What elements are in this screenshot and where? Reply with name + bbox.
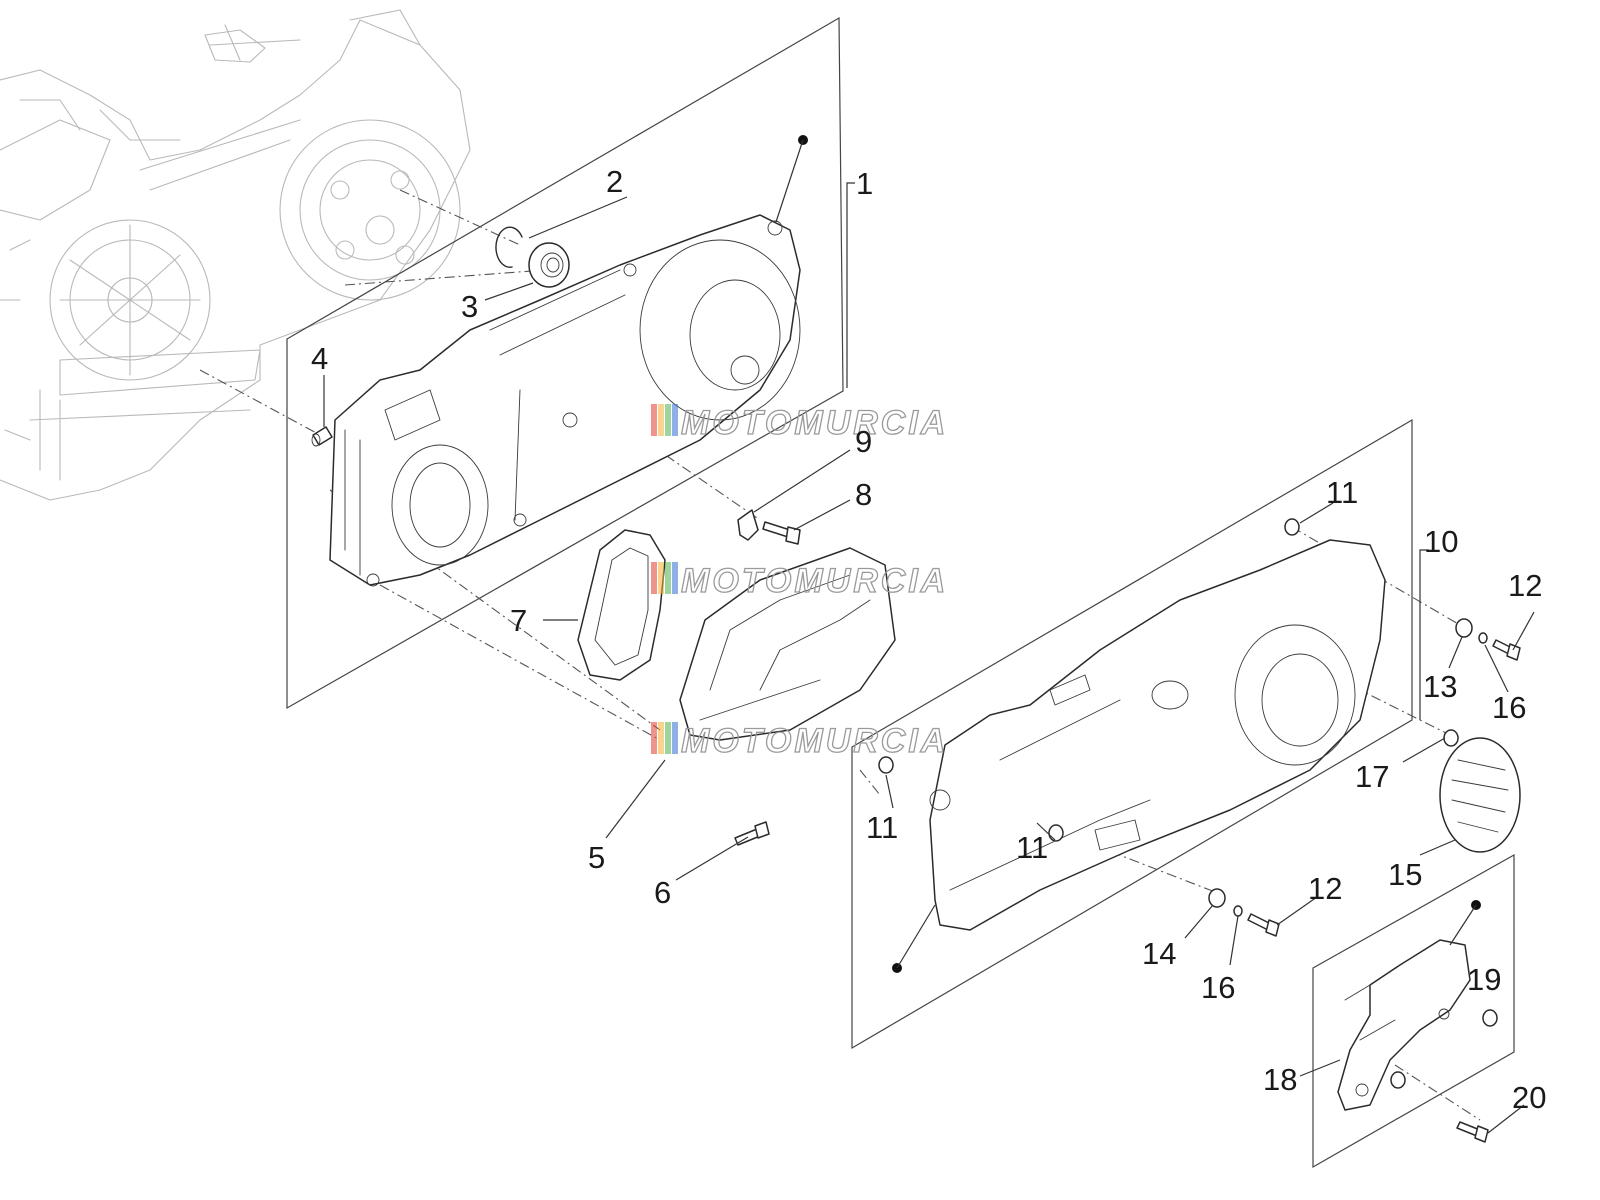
callout-2: 2 xyxy=(606,164,623,199)
callout-18: 18 xyxy=(1263,1062,1297,1097)
callout-15: 15 xyxy=(1388,857,1422,892)
watermark-text: MOTOMURCIA xyxy=(681,722,948,760)
callout-3: 3 xyxy=(461,289,478,324)
callout-10: 10 xyxy=(1424,524,1458,559)
watermark-logo: MOTOMURCIA xyxy=(651,561,948,601)
callout-11: 11 xyxy=(1326,475,1358,510)
callout-17: 17 xyxy=(1355,759,1389,794)
callout-14: 14 xyxy=(1142,936,1176,971)
callout-1: 1 xyxy=(856,166,873,201)
watermark-logo: MOTOMURCIA xyxy=(651,721,948,761)
group-frame-bracket xyxy=(1312,853,1515,1169)
outer-cover-part xyxy=(929,539,1386,931)
inner-cover-part xyxy=(329,214,801,587)
air-duct-seal-part xyxy=(577,529,666,681)
callout-11: 11 xyxy=(866,810,898,845)
callout-20: 20 xyxy=(1512,1080,1546,1115)
callout-7: 7 xyxy=(510,603,527,638)
hardware-parts xyxy=(878,518,1521,1143)
callout-6: 6 xyxy=(654,875,671,910)
watermark-logo: MOTOMURCIA xyxy=(651,403,948,443)
callout-12: 12 xyxy=(1308,871,1342,906)
callout-8: 8 xyxy=(855,477,872,512)
callout-16: 16 xyxy=(1201,970,1235,1005)
callout-13: 13 xyxy=(1423,669,1457,704)
group-frame-inner-cover xyxy=(286,16,844,710)
callout-4: 4 xyxy=(311,341,328,376)
round-cap-part xyxy=(1439,737,1521,853)
callout-9: 9 xyxy=(855,424,872,459)
watermark-text: MOTOMURCIA xyxy=(681,404,948,442)
group-frame-outer-cover xyxy=(851,418,1413,1050)
callout-19: 19 xyxy=(1467,962,1501,997)
callout-5: 5 xyxy=(588,840,605,875)
callout-12: 12 xyxy=(1508,568,1542,603)
bearing-part xyxy=(528,242,570,288)
watermark-text: MOTOMURCIA xyxy=(681,562,948,600)
leader-lines xyxy=(323,139,1535,1134)
air-intake-cover-part xyxy=(679,547,896,741)
dowel-pin-part xyxy=(311,426,333,447)
bolt-part-8 xyxy=(762,521,801,545)
callout-16: 16 xyxy=(1492,690,1526,725)
circlip-part xyxy=(495,226,523,268)
clip-part-9 xyxy=(737,509,759,541)
callout-labels: 1 2 3 4 5 6 7 8 9 10 11 11 11 12 12 13 1… xyxy=(311,164,1546,1115)
engine-assembly xyxy=(0,9,471,501)
bracket-part xyxy=(1337,939,1471,1111)
callout-11: 11 xyxy=(1016,830,1048,865)
